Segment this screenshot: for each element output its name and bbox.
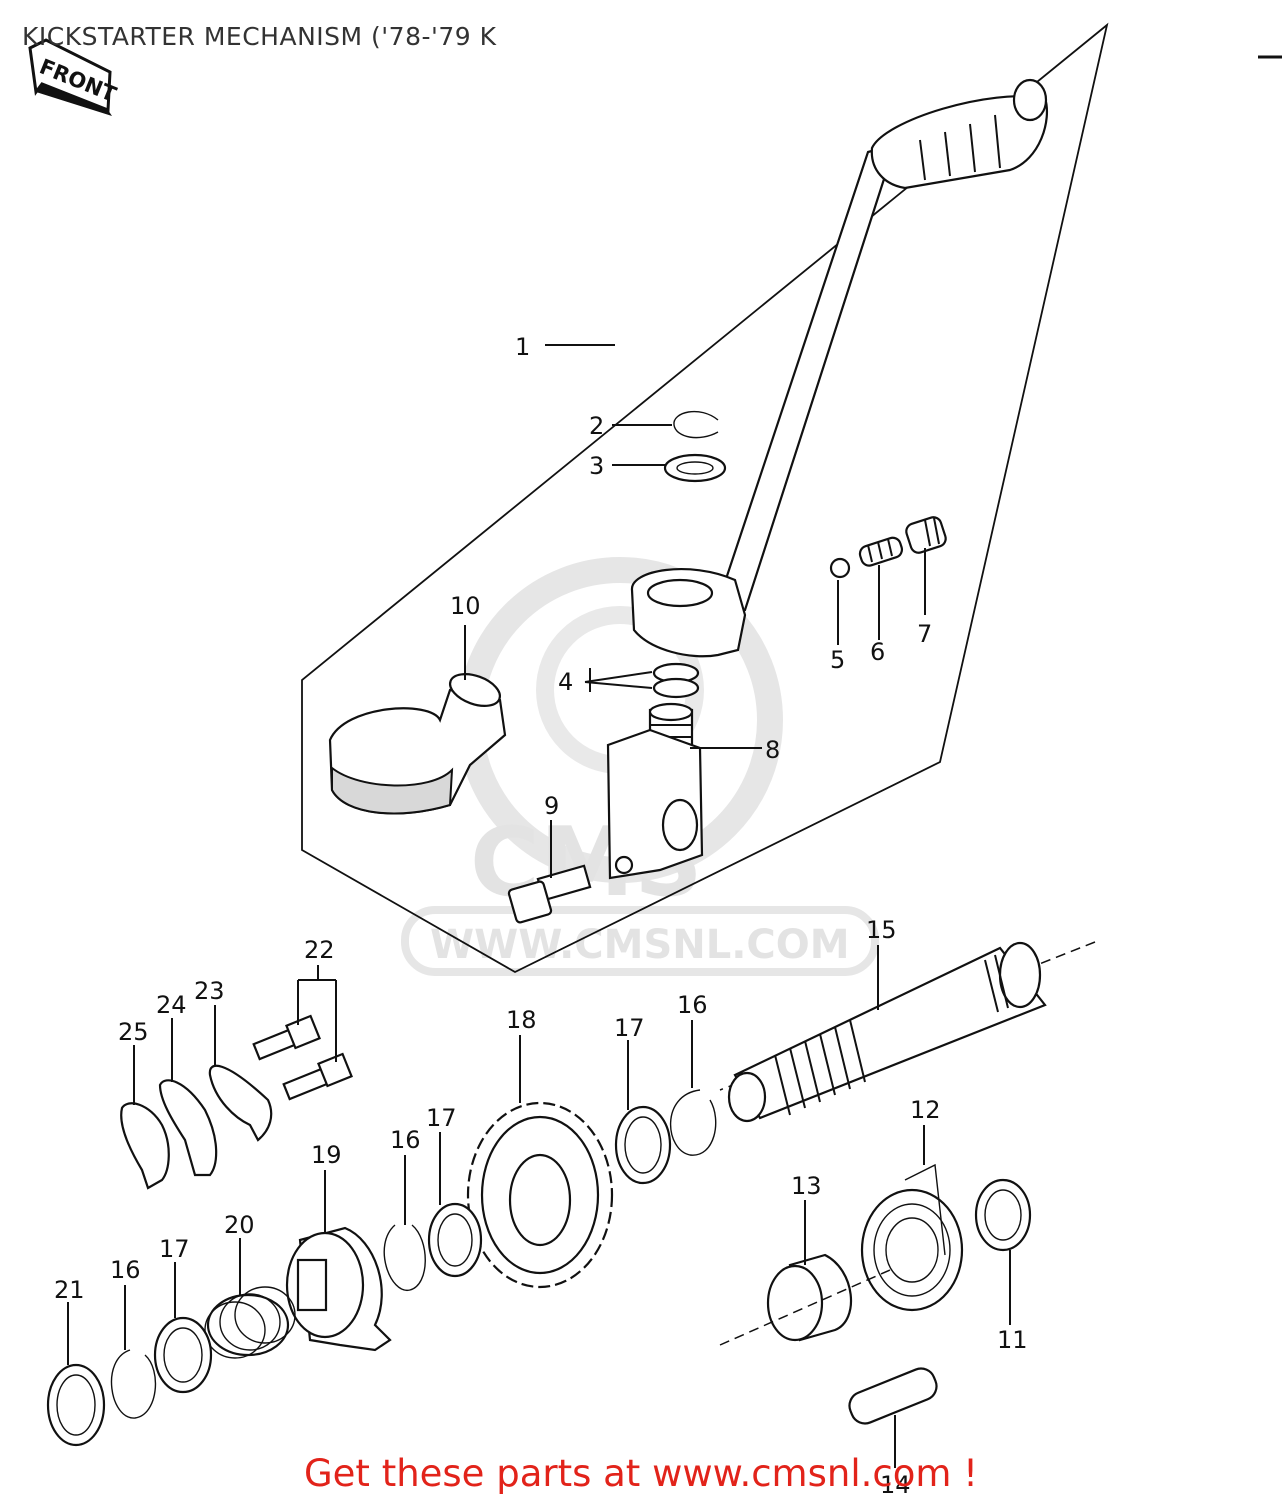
washer-17-upper bbox=[614, 1105, 672, 1185]
ball-5 bbox=[829, 557, 851, 579]
callout-14: 14 bbox=[880, 1471, 911, 1499]
callout-5: 5 bbox=[830, 646, 845, 674]
rubber-cover-10 bbox=[328, 673, 507, 815]
pin-14 bbox=[848, 1367, 938, 1425]
ring-4 bbox=[652, 662, 700, 699]
plate-23 bbox=[208, 1064, 273, 1142]
circlip-16-upper bbox=[669, 1089, 717, 1156]
ratchet-19 bbox=[285, 1226, 392, 1352]
callout-4: 4 bbox=[558, 668, 573, 696]
plate-24 bbox=[158, 1079, 218, 1177]
plate-25 bbox=[120, 1102, 170, 1190]
callout-3: 3 bbox=[589, 452, 604, 480]
callout-9: 9 bbox=[544, 792, 559, 820]
kick-pedal-arm bbox=[630, 78, 1049, 658]
callout-21: 21 bbox=[54, 1276, 85, 1304]
bolt-22-upper bbox=[252, 1014, 321, 1061]
washer-17-lower bbox=[153, 1316, 213, 1394]
callout-25: 25 bbox=[118, 1018, 149, 1046]
callout-7: 7 bbox=[917, 620, 932, 648]
callout-17-lower: 17 bbox=[159, 1235, 190, 1263]
footer-link[interactable]: Get these parts at www.cmsnl.com ! bbox=[303, 1452, 978, 1495]
callout-13: 13 bbox=[791, 1172, 822, 1200]
washer-17-middle bbox=[427, 1202, 483, 1278]
callout-22: 22 bbox=[304, 936, 335, 964]
assembly-outline bbox=[301, 22, 1109, 974]
callout-16-middle: 16 bbox=[390, 1126, 421, 1154]
circlip-16-lower bbox=[110, 1349, 157, 1419]
watermark-url: WWW.CMSNL.COM bbox=[430, 922, 850, 968]
callout-18: 18 bbox=[506, 1006, 537, 1034]
callout-19: 19 bbox=[311, 1141, 342, 1169]
bolt-9 bbox=[507, 864, 592, 924]
front-arrow-icon: FRONT bbox=[28, 38, 120, 116]
spring-20 bbox=[204, 1286, 296, 1359]
callout-16-upper: 16 bbox=[677, 991, 708, 1019]
washer-3 bbox=[663, 453, 727, 483]
callout-15: 15 bbox=[866, 916, 897, 944]
circlip-2 bbox=[673, 410, 719, 439]
kick-boss-8 bbox=[606, 702, 704, 880]
callout-1: 1 bbox=[515, 333, 530, 361]
callout-12: 12 bbox=[910, 1096, 941, 1124]
callout-23: 23 bbox=[194, 977, 225, 1005]
bolt-22-lower bbox=[282, 1052, 353, 1101]
callout-17-upper: 17 bbox=[614, 1014, 645, 1042]
kick-gear-18 bbox=[466, 1101, 614, 1289]
callout-numbers: 1 2 3 4 5 6 7 8 9 10 11 12 13 14 15 16 1… bbox=[54, 333, 1028, 1499]
callout-17-middle: 17 bbox=[426, 1104, 457, 1132]
callout-20: 20 bbox=[224, 1211, 255, 1239]
washer-11 bbox=[974, 1178, 1032, 1252]
kick-shaft-15 bbox=[719, 941, 1096, 1123]
callout-11: 11 bbox=[997, 1326, 1028, 1354]
leader-lines bbox=[67, 344, 1011, 1468]
callout-10: 10 bbox=[450, 592, 481, 620]
diagram-title: KICKSTARTER MECHANISM ('78-'79 K bbox=[22, 22, 497, 51]
callout-8: 8 bbox=[765, 736, 780, 764]
callout-2: 2 bbox=[589, 412, 604, 440]
circlip-16-middle bbox=[383, 1224, 426, 1291]
plug-7 bbox=[905, 516, 947, 554]
kick-spring-12 bbox=[860, 1163, 964, 1312]
callout-16-lower: 16 bbox=[110, 1256, 141, 1284]
callout-24: 24 bbox=[156, 991, 187, 1019]
washer-21 bbox=[46, 1363, 106, 1447]
spring-6 bbox=[858, 536, 904, 567]
callout-6: 6 bbox=[870, 638, 885, 666]
collar-13 bbox=[719, 1253, 891, 1346]
